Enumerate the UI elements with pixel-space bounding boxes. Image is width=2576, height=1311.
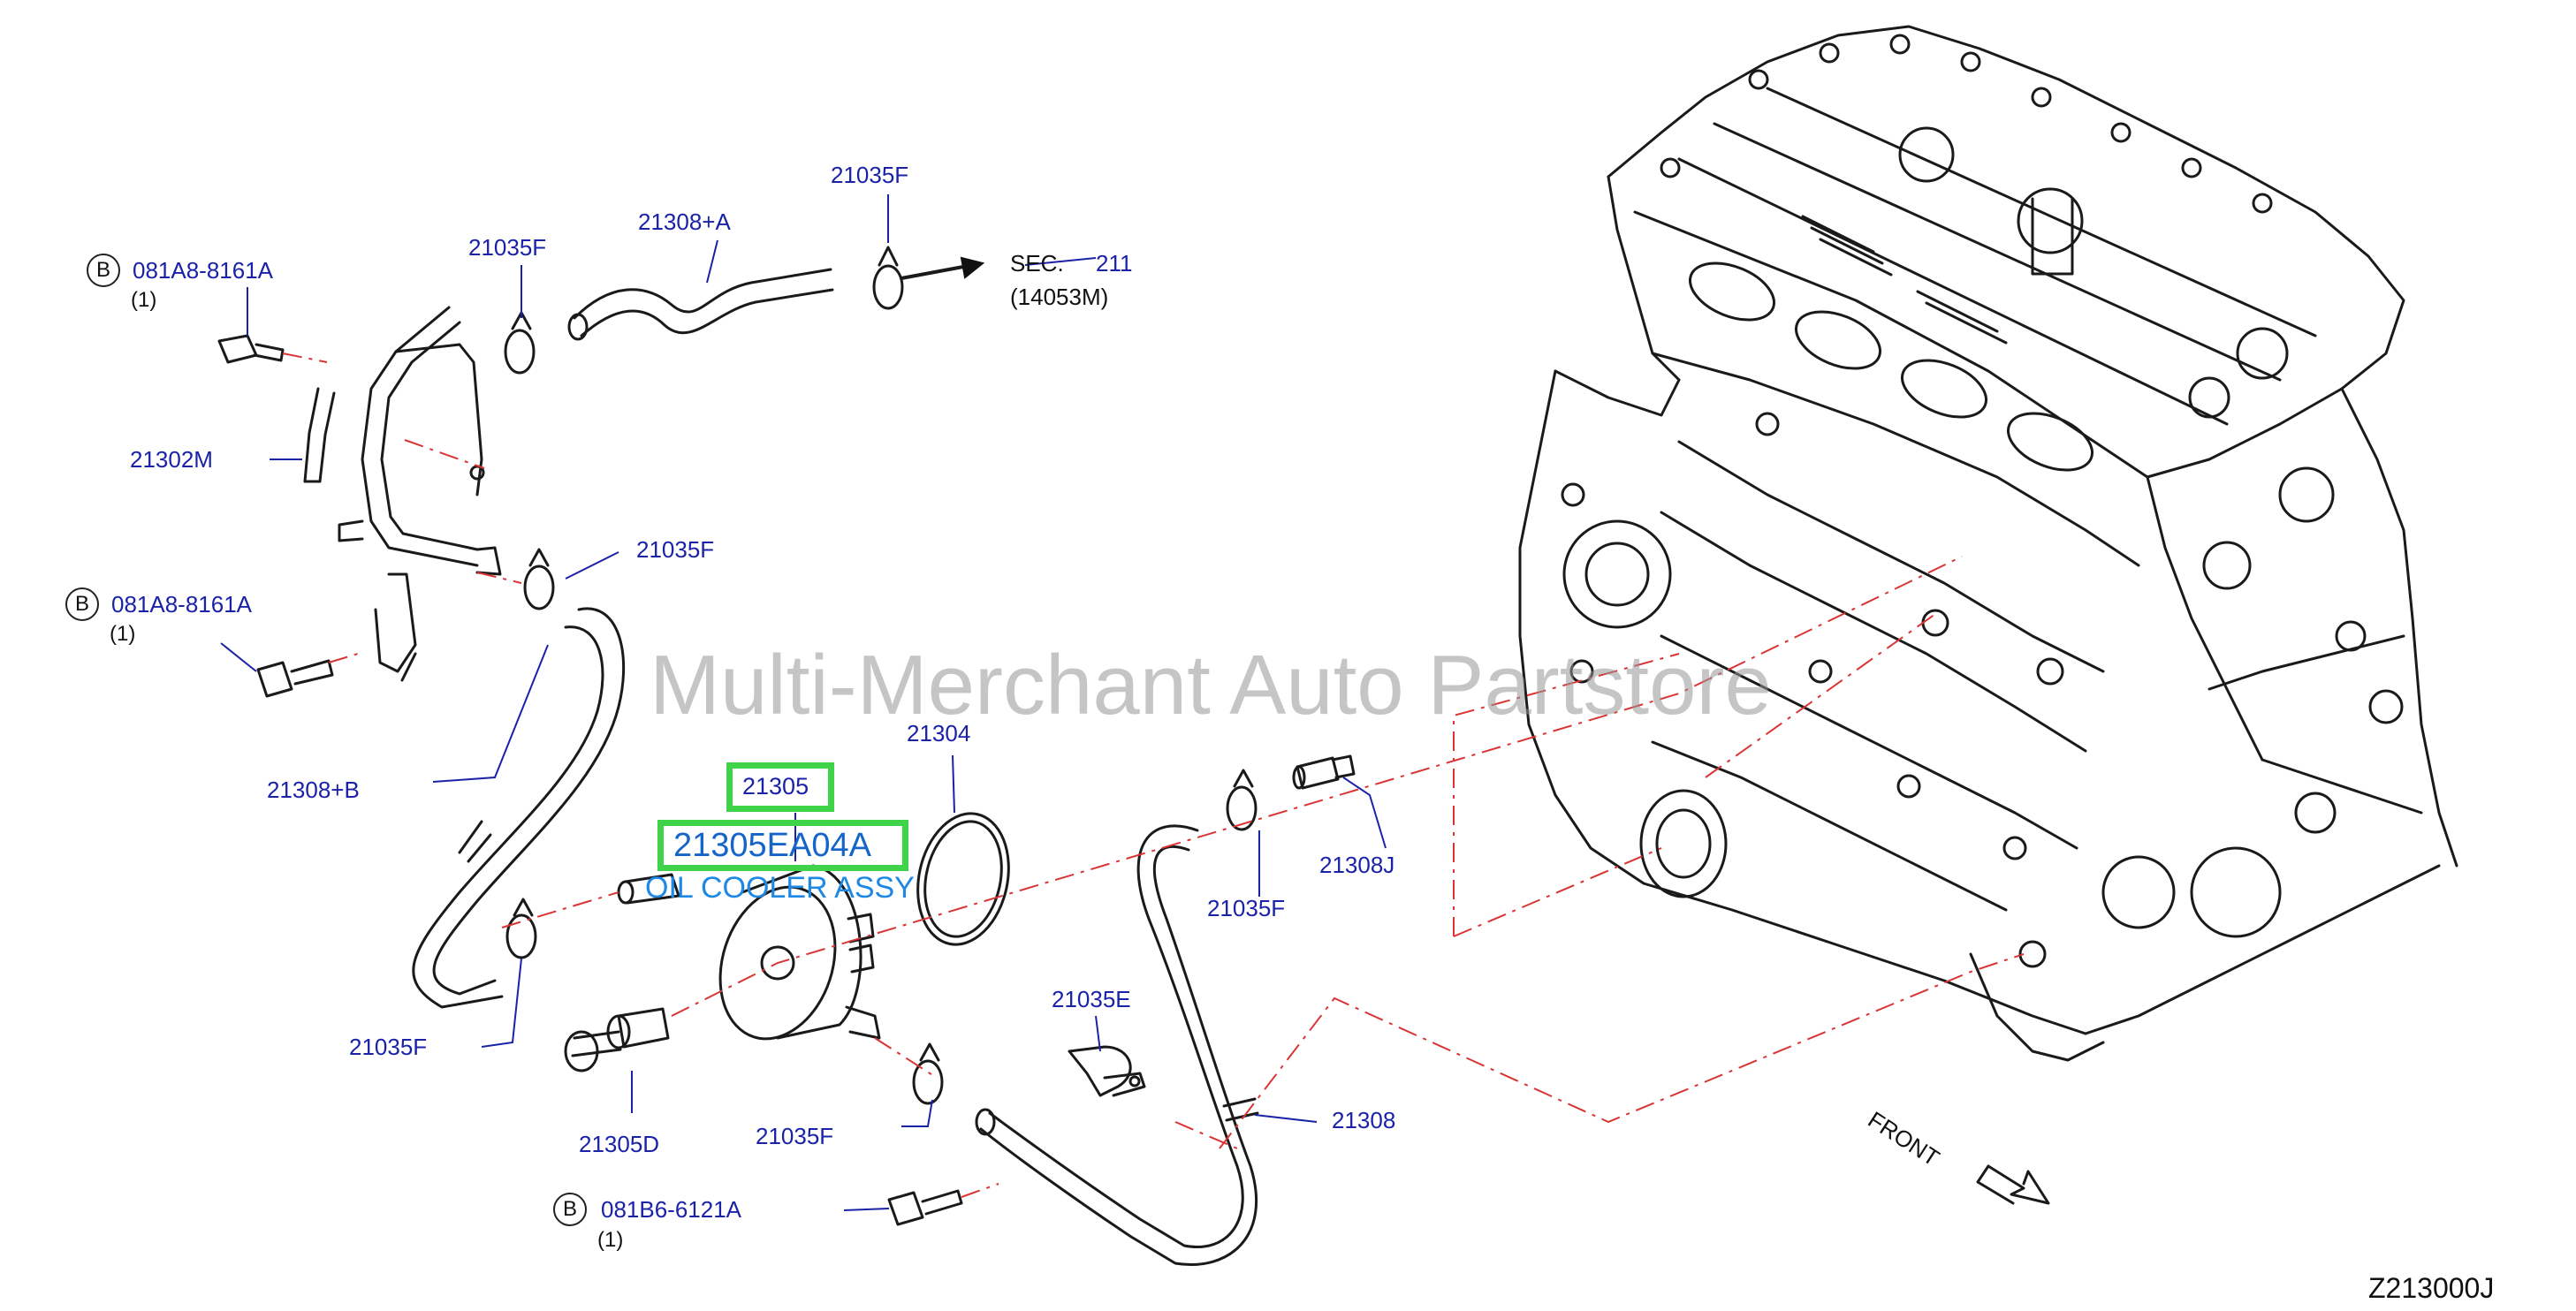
clamp-drawing	[523, 548, 555, 610]
clamp-label[interactable]: 21035F	[831, 162, 909, 188]
clamp-label[interactable]: 21035F	[1207, 895, 1286, 921]
clamp-label[interactable]: 21035F	[756, 1123, 834, 1149]
bracket-clip-drawing	[1068, 1045, 1146, 1097]
watermark: Multi-Merchant Auto Partstore	[650, 638, 1772, 732]
section-ref-number[interactable]: 211	[1096, 250, 1133, 277]
clamp-drawing	[872, 246, 904, 310]
clamp-drawing	[1226, 769, 1258, 831]
highlight-box-part-number	[657, 820, 908, 871]
gasket-drawing	[916, 812, 1010, 946]
fitting-drawing	[1292, 754, 1356, 790]
oil-cooler-part-number[interactable]: 21305EA04A	[673, 827, 871, 864]
hose-drawing	[975, 824, 1259, 1266]
clamp-drawing	[505, 898, 537, 959]
bolt-qty-label: (1)	[131, 288, 157, 312]
bolt-drawing	[217, 334, 285, 364]
bolt-drawing	[887, 1189, 963, 1226]
hose-a-drawing	[567, 268, 834, 341]
hose-a-label[interactable]: 21308+A	[638, 208, 731, 235]
bolt-marker-b: B	[87, 254, 120, 287]
oil-cooler-part-label[interactable]: 21305	[742, 773, 809, 799]
bracket-clip-label[interactable]: 21035E	[1052, 986, 1131, 1012]
section-ref-prefix: SEC.	[1010, 250, 1064, 277]
clamp-label[interactable]: 21035F	[636, 536, 715, 563]
bolt-qty-label: (1)	[110, 622, 136, 646]
pipe-drawing	[303, 306, 502, 682]
sec-arrow-icon	[900, 265, 965, 280]
oil-cooler-description: OIL COOLER ASSY	[645, 871, 915, 905]
leader-lines	[220, 194, 1387, 1211]
hose-b-label[interactable]: 21308+B	[267, 777, 360, 803]
fitting-label[interactable]: 21308J	[1319, 852, 1395, 878]
front-arrow-icon	[1976, 1164, 2050, 1205]
bolt-qty-label: (1)	[597, 1228, 624, 1252]
clamp-drawing	[504, 311, 536, 375]
bolt-marker-b: B	[553, 1193, 587, 1226]
bolt-part-label[interactable]: 081A8-8161A	[133, 257, 274, 284]
diagram-code: Z213000J	[2368, 1272, 2495, 1304]
clamp-label[interactable]: 21035F	[468, 234, 547, 261]
bolt-part-label[interactable]: 081A8-8161A	[111, 591, 253, 618]
clamp-label[interactable]: 21035F	[349, 1034, 428, 1060]
hose-b-drawing	[412, 607, 626, 1009]
assembly-lines	[282, 352, 2025, 1198]
bolt-marker-b: B	[65, 587, 99, 621]
pipe-label[interactable]: 21302M	[130, 446, 213, 473]
section-ref-sub: (14053M)	[1010, 284, 1109, 310]
bolt-drawing	[256, 659, 334, 698]
bolt-part-label[interactable]: 081B6-6121A	[601, 1196, 742, 1223]
connector-label[interactable]: 21305D	[579, 1131, 660, 1157]
highlight-box-part	[726, 762, 834, 812]
hose-label[interactable]: 21308	[1332, 1107, 1396, 1133]
engine-block-drawing	[1518, 25, 2458, 1062]
gasket-label[interactable]: 21304	[907, 720, 971, 746]
connector-drawing	[564, 1007, 670, 1072]
clamp-drawing	[912, 1042, 944, 1105]
